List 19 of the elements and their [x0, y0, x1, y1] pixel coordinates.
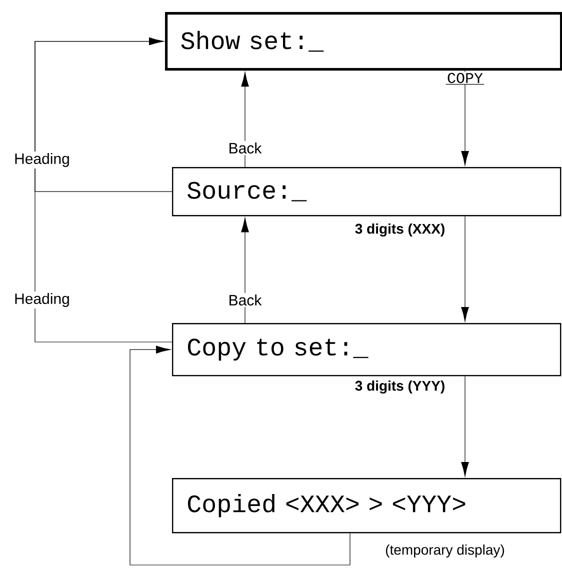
edge-label: 3 digits (XXX) — [354, 222, 446, 238]
note-text: (temporary display) — [386, 544, 504, 558]
arrow — [241, 218, 249, 324]
arrow — [461, 70, 469, 166]
arrow — [34, 37, 172, 342]
edge-label: Back — [226, 141, 264, 155]
arrow — [241, 72, 249, 168]
arrow — [461, 216, 469, 322]
edge-label: Heading — [12, 152, 72, 168]
edge-label: Back — [226, 293, 264, 307]
arrow — [130, 346, 350, 566]
display-box: Copied <XXX> > <YYY> — [172, 478, 562, 534]
edge-label: COPY — [446, 72, 484, 85]
display-box: Source:_ — [172, 167, 562, 216]
edge-label: 3 digits (YYY) — [354, 379, 446, 395]
display-box: Show set:_ — [165, 12, 562, 71]
display-box: Copy to set:_ — [172, 323, 562, 376]
arrow — [461, 376, 469, 476]
edge-label: Heading — [12, 292, 72, 308]
